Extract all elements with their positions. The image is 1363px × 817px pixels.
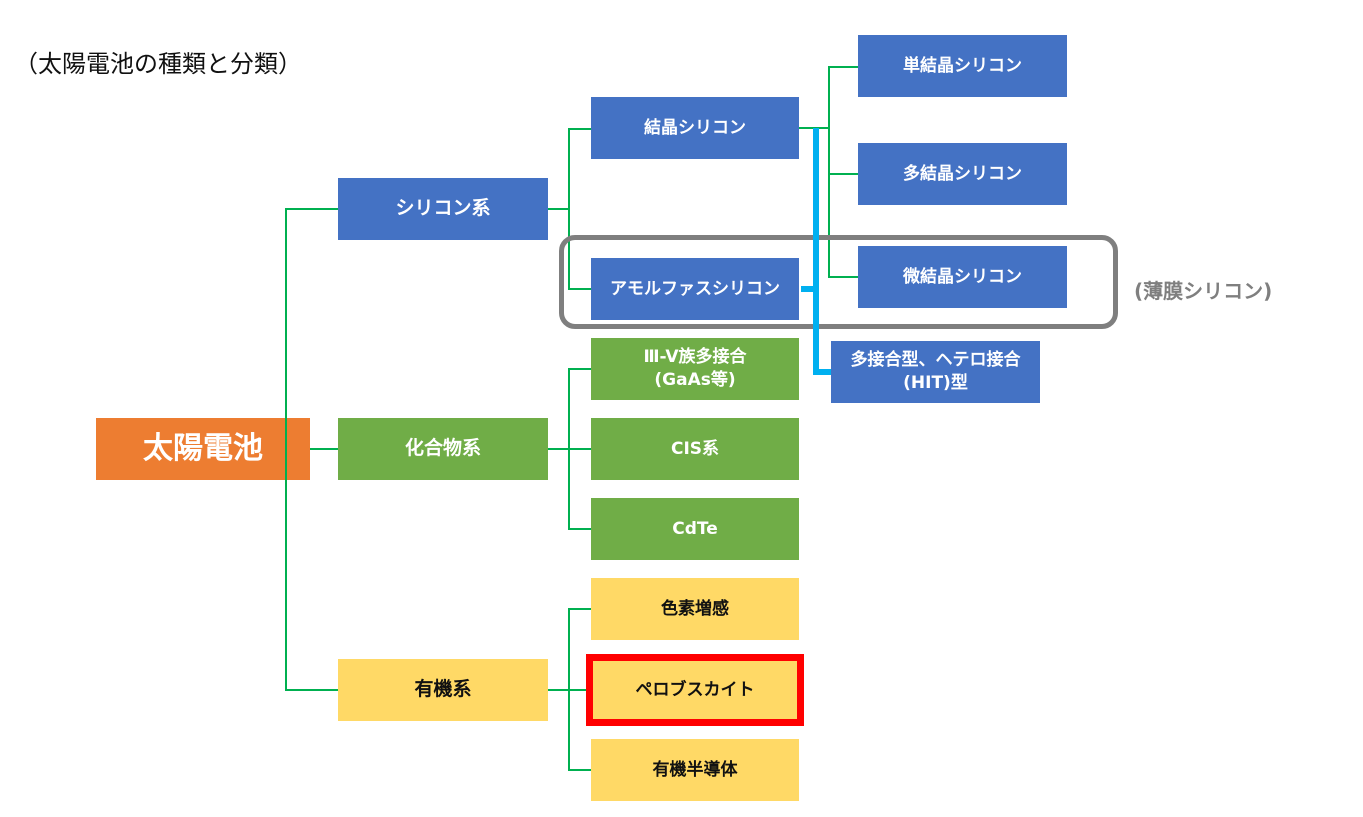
thin-film-silicon-frame [559,235,1118,329]
connector-compound-out [548,448,571,450]
connector-root-to-organic [285,689,338,691]
root-node-label: 太陽電池 [143,430,263,466]
connector-to-cdte [568,528,591,530]
node-dye-sensitized-label: 色素増感 [661,598,729,619]
connector-organic-trunk [568,608,570,770]
node-amorphous-silicon: アモルファスシリコン [591,258,799,320]
connector-to-gaas [568,368,591,370]
node-monocrystalline-silicon: 単結晶シリコン [858,35,1067,97]
connector-silicon-out [548,208,569,210]
category-compound: 化合物系 [338,418,548,480]
connector-crystal-trunk [828,66,830,278]
connector-to-amorphous [568,288,591,290]
node-polycrystalline-silicon-label: 多結晶シリコン [903,163,1022,184]
category-compound-label: 化合物系 [404,437,481,460]
node-organic-semiconductor: 有機半導体 [591,739,799,801]
connector-to-poly [828,173,858,175]
connector-to-micro [828,276,858,278]
connector-silicon-trunk [568,128,570,290]
node-microcrystalline-silicon: 微結晶シリコン [858,246,1067,308]
node-amorphous-silicon-label: アモルファスシリコン [610,278,780,299]
connector-to-crystal [568,128,591,130]
connector-to-dye [568,608,591,610]
node-cis-label: CIS系 [670,438,720,459]
node-iii-v-line1: Ⅲ-V族多接合 [643,347,747,368]
category-silicon-label: シリコン系 [395,197,491,220]
root-node-solar-cell: 太陽電池 [96,418,310,480]
connector-multijunction-trunk [813,128,819,375]
connector-to-cis [568,448,591,450]
category-organic: 有機系 [338,659,548,721]
node-microcrystalline-silicon-label: 微結晶シリコン [903,266,1022,287]
category-silicon: シリコン系 [338,178,548,240]
connector-multijunction-to-node [813,369,831,375]
connector-root-trunk [285,209,287,691]
diagram-title: （太陽電池の種類と分類） [14,50,302,78]
node-perovskite-label: ペロブスカイト [635,679,755,700]
connector-root-to-compound [310,448,338,450]
node-multijunction-hit-line2: (HIT)型 [903,373,968,393]
node-organic-semiconductor-label: 有機半導体 [652,759,738,780]
node-iii-v-multijunction: Ⅲ-V族多接合 (GaAs等) [591,338,799,400]
node-cdte-label: CdTe [672,518,718,539]
node-iii-v-line2: (GaAs等) [654,370,736,390]
connector-multijunction-from-amorphous [801,286,815,292]
category-organic-label: 有機系 [414,678,472,701]
node-perovskite-highlighted: ペロブスカイト [586,654,804,726]
node-cdte: CdTe [591,498,799,560]
connector-to-mono [828,66,858,68]
connector-to-organic-semi [568,769,591,771]
node-multijunction-hit: 多接合型、ヘテロ接合 (HIT)型 [831,341,1040,403]
node-monocrystalline-silicon-label: 単結晶シリコン [903,55,1022,76]
node-crystalline-silicon-label: 結晶シリコン [644,117,746,138]
connector-root-to-silicon [285,208,338,210]
node-cis: CIS系 [591,418,799,480]
node-multijunction-hit-line1: 多接合型、ヘテロ接合 [850,350,1021,371]
node-crystalline-silicon: 結晶シリコン [591,97,799,159]
thin-film-silicon-note: (薄膜シリコン) [1134,279,1273,303]
node-polycrystalline-silicon: 多結晶シリコン [858,143,1067,205]
node-dye-sensitized: 色素増感 [591,578,799,640]
